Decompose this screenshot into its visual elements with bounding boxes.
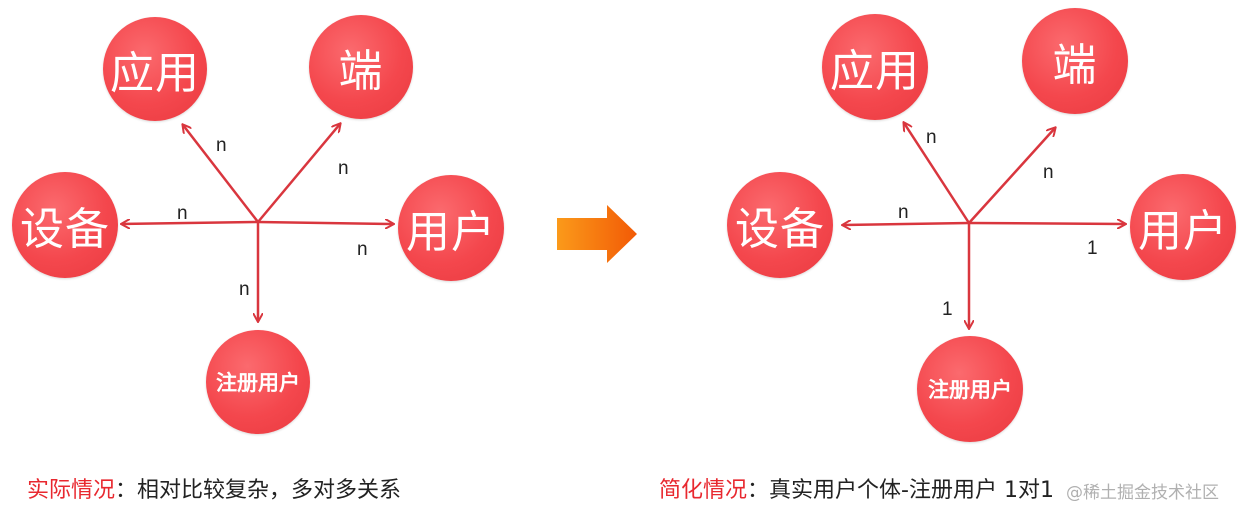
node-registered-user: 注册用户 [917,336,1023,442]
transition-arrow-icon [557,205,637,263]
node-device: 设备 [727,172,833,278]
arrow-to-terminal [968,128,1055,224]
node-device: 设备 [12,172,118,278]
node-app: 应用 [822,14,928,120]
watermark: @稀土掘金技术社区 [1066,483,1219,503]
arrow-to-app [183,125,259,223]
right-arrows [843,123,1125,328]
multiplicity-device: n [177,203,188,224]
multiplicity-registered-user: 1 [942,299,953,320]
caption-right-label: 简化情况 [659,478,748,503]
arrow-to-device [122,222,259,224]
multiplicity-terminal: n [1043,162,1054,183]
caption-left-text: ：相对比较复杂，多对多关系 [115,478,402,503]
left-arrows [122,124,393,321]
multiplicity-device: n [898,202,909,223]
multiplicity-registered-user: n [239,279,250,300]
arrow-to-device [843,223,970,225]
node-terminal: 端 [309,15,413,119]
node-user: 用户 [398,175,504,281]
node-terminal: 端 [1022,8,1128,114]
node-app: 应用 [103,17,207,121]
multiplicity-terminal: n [338,158,349,179]
node-user: 用户 [1130,174,1236,280]
caption-left-label: 实际情况 [27,478,116,503]
arrow-to-user [968,223,1125,224]
multiplicity-app: n [216,135,227,156]
caption-right: 简化情况：真实用户个体-注册用户 1对1 [659,472,1054,504]
arrow-to-user [257,222,393,224]
caption-left: 实际情况：相对比较复杂，多对多关系 [27,472,401,504]
multiplicity-app: n [926,127,937,148]
arrow-to-terminal [257,124,340,223]
left-multiplicities: n n n n n [177,135,368,300]
arrow-to-app [904,123,971,224]
right-multiplicities: n n n 1 1 [898,127,1098,320]
multiplicity-user: 1 [1087,238,1098,259]
caption-right-text: ：真实用户个体-注册用户 1对1 [747,478,1054,503]
multiplicity-user: n [357,239,368,260]
node-registered-user: 注册用户 [206,330,310,434]
